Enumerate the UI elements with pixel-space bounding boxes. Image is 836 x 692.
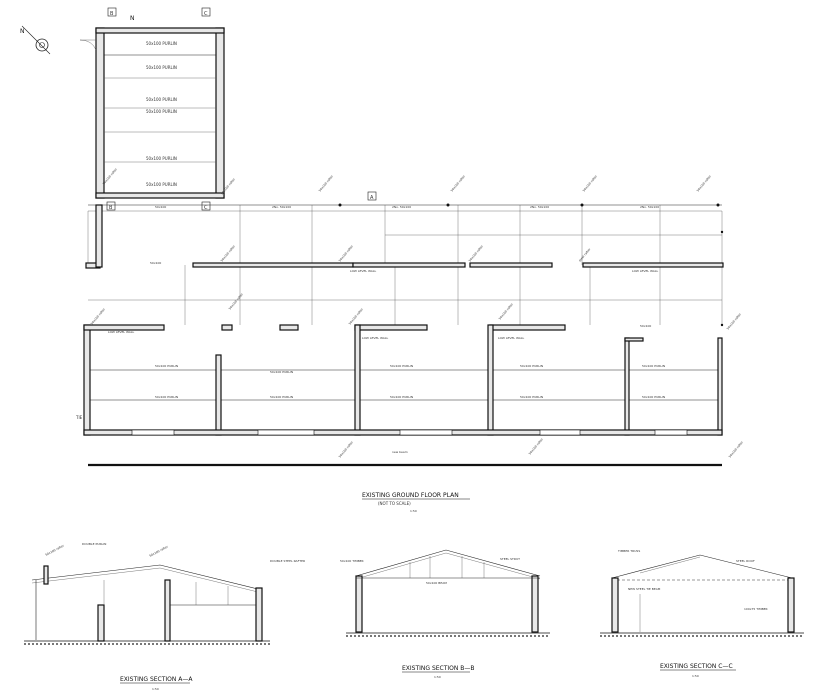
section-bb: 50x100 TIMBER 50x100 BEAM STEEL STRUT EX… (340, 549, 550, 679)
svg-text:50x100 TIMBER: 50x100 TIMBER (340, 559, 364, 563)
svg-text:2No. 50x100: 2No. 50x100 (530, 205, 549, 209)
svg-text:50x100 PURLIN: 50x100 PURLIN (390, 395, 413, 399)
north-small-label: N (130, 15, 135, 22)
svg-text:100x75 TIMBER: 100x75 TIMBER (744, 607, 768, 611)
north-wing-labels: 50x100 PURLIN 50x100 PURLIN 50x100 PURLI… (146, 41, 177, 187)
main-plan (83, 203, 724, 467)
svg-text:50x100 rafter: 50x100 rafter (90, 307, 107, 326)
svg-text:DOUBLE PURLIN: DOUBLE PURLIN (82, 542, 106, 546)
section-bb-scale: 1:50 (434, 675, 441, 679)
svg-text:50x100 rafter: 50x100 rafter (468, 244, 485, 263)
svg-text:50x100 PURLIN: 50x100 PURLIN (642, 364, 665, 368)
svg-text:50x100 PURLIN: 50x100 PURLIN (146, 109, 177, 114)
svg-text:B: B (110, 11, 114, 17)
section-marker-b-top: B (107, 7, 117, 17)
svg-text:50x100 PURLIN: 50x100 PURLIN (642, 395, 665, 399)
plan-title-block: EXISTING GROUND FLOOR PLAN (NOT TO SCALE… (362, 492, 470, 513)
svg-text:50x100 rafter: 50x100 rafter (149, 544, 170, 558)
svg-text:50x100: 50x100 (150, 261, 161, 265)
svg-text:50x100 rafter: 50x100 rafter (696, 174, 713, 193)
svg-text:STEEL STRUT: STEEL STRUT (500, 557, 520, 561)
section-aa: 50x100 rafter DOUBLE PURLIN 50x100 rafte… (24, 542, 305, 691)
svg-text:50x100 rafter: 50x100 rafter (498, 302, 515, 321)
north-wing (79, 27, 225, 199)
svg-text:2No. 50x100: 2No. 50x100 (392, 205, 411, 209)
svg-text:50x100 PURLIN: 50x100 PURLIN (146, 97, 177, 102)
section-bb-title: EXISTING SECTION B—B (402, 665, 475, 672)
svg-text:50x100 PURLIN: 50x100 PURLIN (520, 364, 543, 368)
svg-text:50x100 PURLIN: 50x100 PURLIN (146, 41, 177, 46)
section-cc: TIMBER TRUSS STEEL ROOF NEW STEEL TIE BE… (600, 549, 804, 678)
section-cc-scale: 1:50 (692, 674, 699, 678)
svg-text:DOUBLE STEEL RAFTER: DOUBLE STEEL RAFTER (270, 559, 305, 563)
svg-text:new beam: new beam (392, 450, 408, 454)
svg-text:50x100 PURLIN: 50x100 PURLIN (270, 395, 293, 399)
svg-text:50x100 rafter: 50x100 rafter (728, 440, 745, 459)
section-marker-c: C (201, 201, 211, 211)
svg-text:steel rafter: steel rafter (578, 247, 592, 263)
plan-labels: 50x100 2No. 50x100 2No. 50x100 2No. 50x1… (75, 205, 665, 454)
svg-text:2No. 50x100: 2No. 50x100 (640, 205, 659, 209)
svg-text:LOW LEVEL WALL: LOW LEVEL WALL (498, 336, 525, 340)
svg-text:50x100 PURLIN: 50x100 PURLIN (270, 370, 293, 374)
section-marker-c-top: C (201, 7, 211, 17)
svg-text:50x100 rafter: 50x100 rafter (338, 440, 355, 459)
svg-text:50x100 PURLIN: 50x100 PURLIN (146, 182, 177, 187)
section-marker-a: A (367, 191, 377, 201)
svg-text:50x100 rafter: 50x100 rafter (528, 437, 545, 456)
plan-title: EXISTING GROUND FLOOR PLAN (362, 492, 459, 499)
svg-text:B: B (109, 205, 113, 211)
svg-text:50x100: 50x100 (155, 205, 166, 209)
svg-text:STEEL ROOF: STEEL ROOF (736, 559, 755, 563)
svg-text:50x100 rafter: 50x100 rafter (338, 244, 355, 263)
svg-text:C: C (204, 11, 208, 17)
svg-text:50x100: 50x100 (640, 324, 651, 328)
svg-text:50x100 rafter: 50x100 rafter (220, 244, 237, 263)
svg-text:NEW STEEL TIE BEAM: NEW STEEL TIE BEAM (628, 587, 661, 591)
svg-text:50x100 rafter: 50x100 rafter (318, 174, 335, 193)
svg-text:50x100 PURLIN: 50x100 PURLIN (146, 65, 177, 70)
svg-text:50x100 rafter: 50x100 rafter (45, 543, 66, 557)
plan-scale: 1:50 (410, 509, 417, 513)
svg-text:50x100 PURLIN: 50x100 PURLIN (155, 395, 178, 399)
svg-text:2No. 50x100: 2No. 50x100 (272, 205, 291, 209)
north-label: N (20, 28, 25, 35)
svg-text:50x100 PURLIN: 50x100 PURLIN (146, 156, 177, 161)
svg-text:50x100 rafter: 50x100 rafter (228, 292, 245, 311)
north-arrow-icon: N (20, 25, 51, 55)
section-cc-title: EXISTING SECTION C—C (660, 663, 733, 670)
svg-text:TIE: TIE (75, 415, 83, 420)
svg-text:50x100 PURLIN: 50x100 PURLIN (520, 395, 543, 399)
svg-text:50x100 rafter: 50x100 rafter (582, 174, 599, 193)
svg-text:50x100 PURLIN: 50x100 PURLIN (155, 364, 178, 368)
section-aa-title: EXISTING SECTION A—A (120, 676, 193, 683)
svg-text:C: C (204, 205, 208, 211)
svg-text:A: A (370, 195, 374, 201)
svg-text:50x100 rafter: 50x100 rafter (450, 174, 467, 193)
svg-text:TIMBER TRUSS: TIMBER TRUSS (617, 549, 640, 553)
section-marker-b: B (106, 201, 116, 211)
svg-text:50x100 PURLIN: 50x100 PURLIN (390, 364, 413, 368)
svg-text:LOW LEVEL WALL: LOW LEVEL WALL (632, 269, 659, 273)
section-aa-scale: 1:50 (152, 687, 159, 691)
svg-text:50x100 BEAM: 50x100 BEAM (426, 581, 447, 585)
svg-text:LOW LEVEL WALL: LOW LEVEL WALL (108, 330, 135, 334)
svg-text:LOW LEVEL WALL: LOW LEVEL WALL (350, 269, 377, 273)
svg-text:50x100 rafter: 50x100 rafter (726, 312, 743, 331)
rafter-callouts: 50x100 rafter 50x100 rafter 50x100 rafte… (90, 167, 745, 459)
svg-text:50x100 rafter: 50x100 rafter (348, 307, 365, 326)
svg-text:LOW LEVEL WALL: LOW LEVEL WALL (362, 336, 389, 340)
plan-subtitle: (NOT TO SCALE) (378, 501, 411, 506)
